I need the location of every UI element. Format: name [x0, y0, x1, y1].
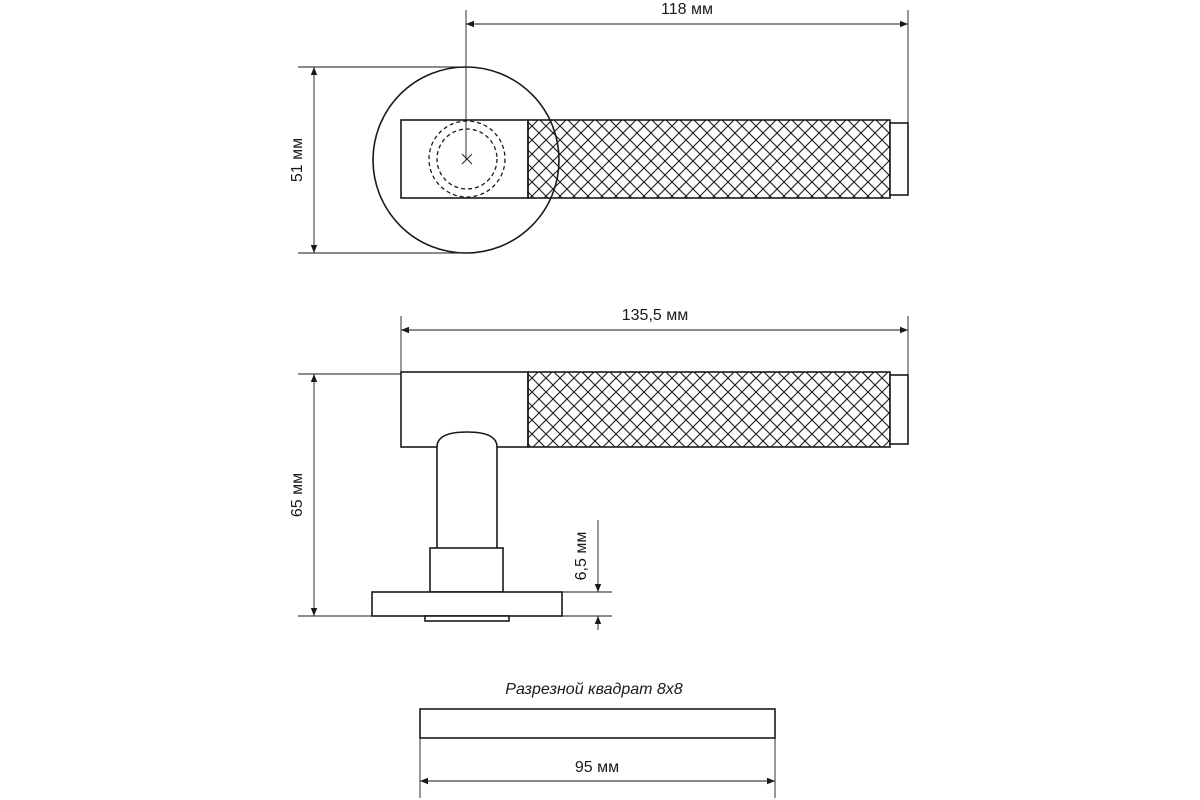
- stem-collar: [429, 547, 504, 593]
- spindle-hole-inner: [436, 128, 498, 190]
- dim-label-95: 95 мм: [575, 759, 619, 776]
- spindle-view: Разрезной квадрат 8х8 95 мм: [419, 681, 776, 798]
- spindle-stub: [424, 615, 510, 622]
- spindle-bar: [419, 708, 776, 739]
- lever-stem: [436, 431, 498, 548]
- dim-label-118: 118 мм: [661, 1, 713, 18]
- lever-neck-top: [400, 119, 529, 199]
- top-view: 118 мм 51 мм: [289, 1, 909, 254]
- spindle-hole-outer: [428, 120, 506, 198]
- side-view: 135,5 мм 65 мм 6,5 мм: [289, 307, 909, 630]
- dim-label-135: 135,5 мм: [622, 307, 688, 324]
- dim-label-65: 65 мм: [289, 473, 306, 517]
- dim-label-6-5: 6,5 мм: [573, 532, 590, 581]
- dim-label-51: 51 мм: [289, 138, 306, 182]
- rosette-base: [371, 591, 563, 617]
- lever-end-cap-top: [889, 122, 909, 196]
- lever-end-cap-side: [889, 374, 909, 445]
- knurled-grip-top: [527, 119, 891, 199]
- knurled-grip-side: [527, 371, 891, 448]
- spindle-caption: Разрезной квадрат 8х8: [505, 681, 683, 698]
- center-mark: [461, 153, 473, 165]
